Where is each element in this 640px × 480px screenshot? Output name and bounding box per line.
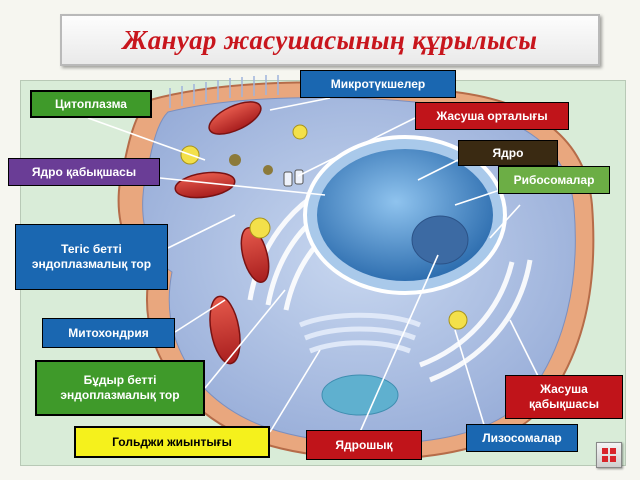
lysosomes-shape <box>180 124 468 330</box>
label-rough-er: Бұдыр бетті эндоплазмалық тор <box>35 360 205 416</box>
label-lysosomes: Лизосомалар <box>466 424 578 452</box>
label-nuclear-envelope: Ядро қабықшасы <box>8 158 160 186</box>
label-cytoplasm: Цитоплазма <box>30 90 152 118</box>
page-title: Жануар жасушасының құрылысы <box>122 24 538 55</box>
nucleolus-shape <box>411 215 469 265</box>
leader-lines <box>87 97 541 433</box>
label-mitochondria: Митохондрия <box>42 318 175 348</box>
label-golgi: Гольджи жиынтығы <box>74 426 270 458</box>
mitochondria-shape <box>174 101 270 365</box>
label-cell-membrane: Жасуша қабықшасы <box>505 375 623 419</box>
label-cell-center: Жасуша орталығы <box>415 102 569 130</box>
microtubules-shape <box>169 75 279 108</box>
nucleus-shape <box>317 149 493 281</box>
label-ribosomes: Рибосомалар <box>498 166 610 194</box>
title-banner: Жануар жасушасының құрылысы <box>60 14 600 66</box>
label-smooth-er: Тегіс бетті эндоплазмалық тор <box>15 224 168 290</box>
grid-icon <box>602 448 616 462</box>
label-microtubules: Микротүкшелер <box>300 70 456 98</box>
label-nucleus: Ядро <box>458 140 558 166</box>
centrosome-shape <box>283 169 304 187</box>
grid-return-icon[interactable] <box>596 442 622 468</box>
label-nucleolus: Ядрошық <box>306 430 422 460</box>
